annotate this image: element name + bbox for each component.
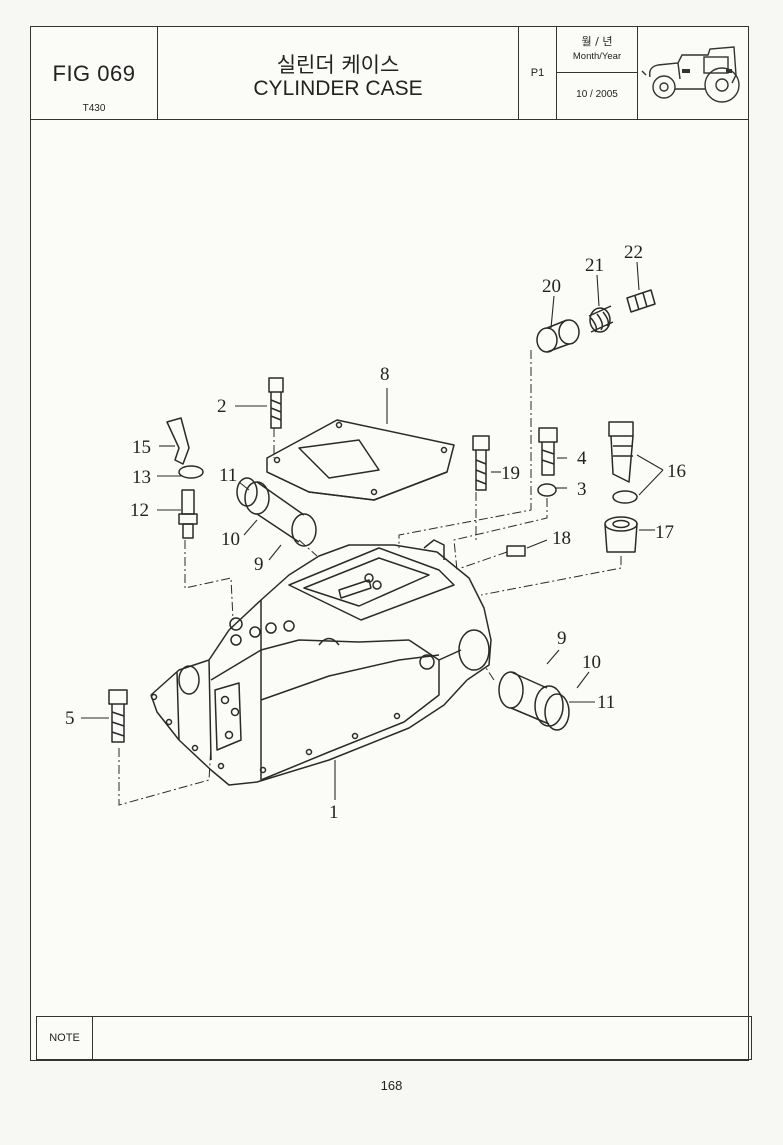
cylinder-case-body [150,539,492,786]
part-label-22: 22 [624,242,643,263]
title-korean: 실린더 케이스 [276,53,400,77]
note-label-cell: NOTE [37,1017,93,1059]
bolt-4 [538,427,558,476]
part-label-8: 8 [380,364,390,385]
parts-sheet: FIG 069 T430 실린더 케이스 CYLINDER CASE P1 월 … [30,26,752,1061]
part-label-18: 18 [552,528,571,549]
part-label-16: 16 [667,461,686,482]
part-label-13: 13 [132,467,151,488]
fitting-12 [178,489,198,539]
washer-3 [537,483,557,497]
part-label-4: 4 [577,448,587,469]
part-label-19: 19 [501,463,520,484]
model-code: T430 [82,103,106,114]
part-label-1: 1 [329,802,339,823]
part-label-17: 17 [655,522,674,543]
exploded-diagram: 1 2 3 4 5 8 9 10 11 12 13 15 16 17 18 19… [65,242,686,823]
bolt-5 [108,689,128,743]
bolt-19 [472,435,490,491]
tractor-icon [641,46,740,103]
plug-22 [626,289,656,313]
date-label-korean: 월 / 년 [581,35,613,48]
part-label-9: 9 [254,554,264,575]
spring-21 [588,305,614,333]
hose-15 [166,417,190,465]
clamp-13 [178,465,204,479]
header: FIG 069 T430 실린더 케이스 CYLINDER CASE P1 월 … [31,27,748,120]
leader-lines [81,261,664,800]
part-label-11-right: 11 [597,692,615,713]
figure-cell: FIG 069 T430 [31,27,158,119]
part-label-2: 2 [217,396,227,417]
date-cell: 월 / 년 Month/Year 10 / 2005 [557,27,638,119]
part-label-12: 12 [130,500,149,521]
part-label-20: 20 [542,276,561,297]
sleeve-upper [236,477,317,547]
part-label-9-right: 9 [557,628,567,649]
part-label-10-right: 10 [582,652,601,673]
sleeve-20 [536,319,580,353]
page-number: 168 [380,1078,403,1093]
part-label-21: 21 [585,255,604,276]
sleeve-right [498,671,570,731]
date-value: 10 / 2005 [576,89,618,100]
part-number-labels: 1 2 3 4 5 8 9 10 11 12 13 15 16 17 18 19… [65,242,686,823]
logo-cell [638,27,748,119]
part-label-3: 3 [577,479,587,500]
part-label-5: 5 [65,708,75,729]
bolt-2 [268,377,284,429]
date-label-english: Month/Year [572,51,622,62]
part-label-15: 15 [132,437,151,458]
nipple-18 [506,545,526,557]
page-cell: P1 [519,27,557,119]
page-label: P1 [530,67,545,79]
plug-17 [604,516,638,553]
part-label-10: 10 [221,529,240,550]
figure-number: FIG 069 [52,61,136,86]
top-cover-plate [266,419,455,501]
note-row: NOTE [36,1016,752,1060]
alignment-lines [118,350,622,806]
title-cell: 실린더 케이스 CYLINDER CASE [158,27,519,119]
date-label-box: 월 / 년 Month/Year [557,27,637,73]
part-label-11: 11 [219,465,237,486]
breather-16 [608,421,638,504]
note-label: NOTE [49,1032,80,1044]
title-english: CYLINDER CASE [253,77,423,100]
